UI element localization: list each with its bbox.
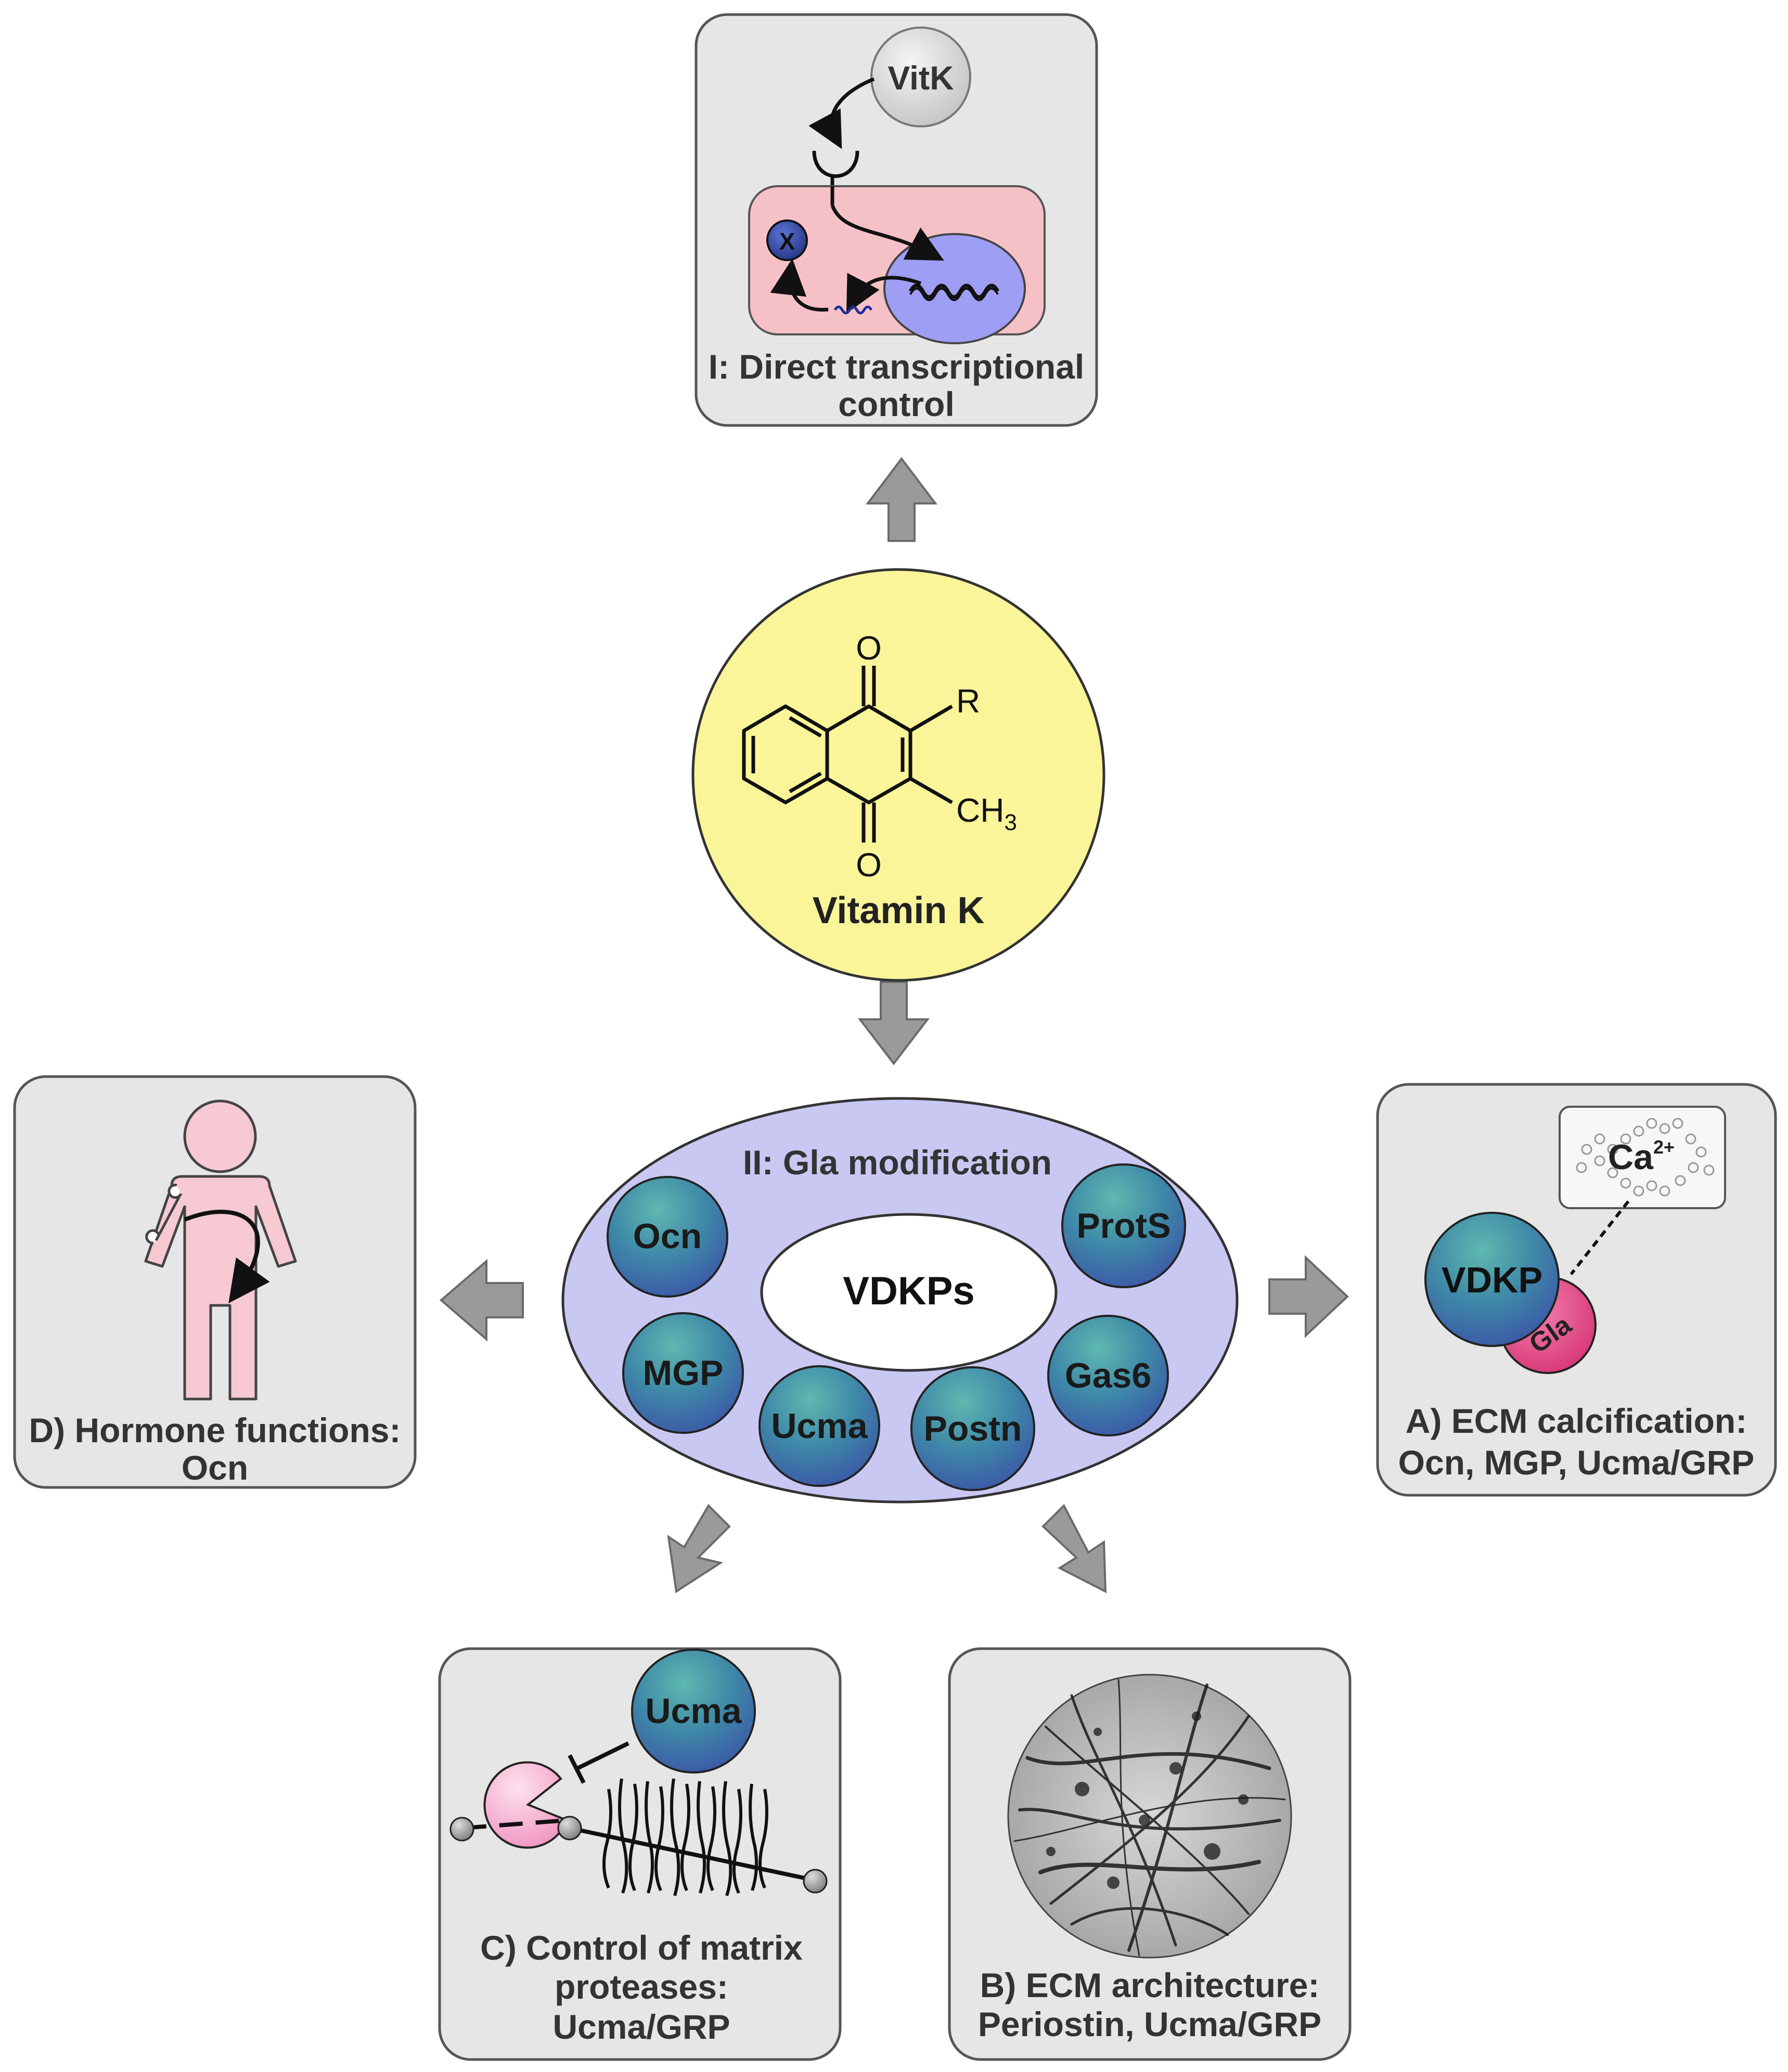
- signal-arrow: [830, 204, 944, 261]
- ecm-fibers-icon: [1013, 1679, 1286, 1957]
- arrow-up-icon: [865, 457, 938, 542]
- crystal-lattice-icon: [1576, 1118, 1715, 1197]
- vitk-binding-arrow: [808, 77, 875, 149]
- mrna-icon: [833, 305, 873, 315]
- receptor-icon: [812, 150, 859, 178]
- gla-modification-title: II: Gla modification: [743, 1143, 1052, 1182]
- oxygen-bottom-label: O: [856, 846, 882, 884]
- vdkp-label: VDKP: [1442, 1260, 1542, 1300]
- panel-c-label-line3: Ucma/GRP: [552, 2008, 730, 2046]
- vitamin-k-label: Vitamin K: [813, 890, 985, 931]
- vitk-label: VitK: [888, 59, 954, 97]
- arrow-right-icon: [1268, 1255, 1349, 1338]
- collagen-fiber-icon: [602, 1778, 768, 1896]
- protein-postn-label: Postn: [924, 1409, 1022, 1448]
- panel-matrix-proteases: Ucma C) Control of matrix proteases: Ucm…: [438, 1647, 842, 2061]
- panel-i-label-line1: I: Direct transcriptional: [709, 347, 1085, 386]
- vitamin-k-circle: [691, 568, 1105, 982]
- translation-arrow: [770, 258, 829, 312]
- panel-b-label-line1: B) ECM architecture:: [980, 1966, 1320, 2004]
- naphthoquinone-structure-icon: [742, 666, 953, 843]
- panel-b-label-line2: Periostin, Ucma/GRP: [978, 2005, 1321, 2043]
- panel-a-label-line1: A) ECM calcification:: [1406, 1402, 1747, 1440]
- vitamin-k-center: O O R CH3 Vitamin K: [691, 568, 1105, 982]
- human-body-icon: [144, 1099, 297, 1401]
- panel-hormone-functions: D) Hormone functions: Ocn: [13, 1075, 417, 1489]
- calcium-ion-label: Ca2+: [1608, 1136, 1675, 1177]
- protein-ucma-label: Ucma: [771, 1406, 868, 1446]
- panel-d-label-line1: D) Hormone functions:: [29, 1411, 401, 1449]
- protein-ocn-label: Ocn: [633, 1216, 702, 1256]
- panel-gla-modification: II: Gla modification VDKPs Ocn ProtS MGP…: [561, 1097, 1239, 1504]
- ucma-label: Ucma: [645, 1691, 742, 1731]
- panel-ecm-architecture: B) ECM architecture: Periostin, Ucma/GRP: [948, 1647, 1352, 2061]
- hormone-arrow: [184, 1210, 270, 1303]
- protein-prots-label: ProtS: [1076, 1206, 1170, 1246]
- panel-c-label-line2: proteases:: [555, 1967, 728, 2006]
- protein-ucma: Ucma: [758, 1365, 880, 1487]
- binding-dotted-line: [1570, 1200, 1630, 1275]
- vitk-ball: [870, 27, 971, 127]
- vdkps-center: [760, 1213, 1058, 1372]
- protein-mgp: MGP: [622, 1312, 744, 1434]
- protein-postn: Postn: [910, 1366, 1035, 1491]
- protein-gas6-label: Gas6: [1065, 1356, 1151, 1395]
- nucleus: [883, 233, 1026, 344]
- panel-i-label-line2: control: [838, 385, 955, 423]
- panel-direct-transcriptional-control: VitK X I: Direct transcriptional control: [694, 13, 1098, 427]
- panel-d-label-line2: Ocn: [182, 1448, 248, 1487]
- arrow-down-icon: [857, 981, 930, 1066]
- panel-ecm-calcification: Ca2+ Gla VDKP A) ECM calcification: Ocn,…: [1376, 1083, 1777, 1497]
- protein-mgp-label: MGP: [643, 1353, 724, 1393]
- panel-a-label-line2: Ocn, MGP, Ucma/GRP: [1398, 1443, 1755, 1482]
- arrow-left-icon: [439, 1259, 524, 1342]
- inhibition-line: [576, 1741, 629, 1770]
- panel-c-label-line1: C) Control of matrix: [480, 1928, 803, 1967]
- bone-icon: [145, 1184, 183, 1245]
- target-x-label: X: [779, 228, 795, 255]
- vdkps-label: VDKPs: [843, 1269, 974, 1313]
- target-protein-x: [766, 219, 808, 261]
- methyl-label: CH3: [956, 792, 1017, 835]
- transcription-arrow: [846, 273, 922, 314]
- arrow-down-left-icon: [667, 1504, 731, 1594]
- flow-arrows: [439, 457, 1349, 1594]
- protein-prots: ProtS: [1061, 1163, 1186, 1288]
- ucma-protein: [631, 1649, 756, 1773]
- protein-gas6: Gas6: [1047, 1315, 1169, 1436]
- dna-icon: [908, 283, 1000, 299]
- vdkp-protein: [1424, 1212, 1560, 1347]
- matrix-strand: [569, 1826, 815, 1882]
- r-group-label: R: [956, 682, 980, 720]
- oxygen-top-label: O: [856, 629, 882, 667]
- arrow-down-right-icon: [1041, 1504, 1107, 1594]
- protein-ocn: Ocn: [607, 1176, 728, 1298]
